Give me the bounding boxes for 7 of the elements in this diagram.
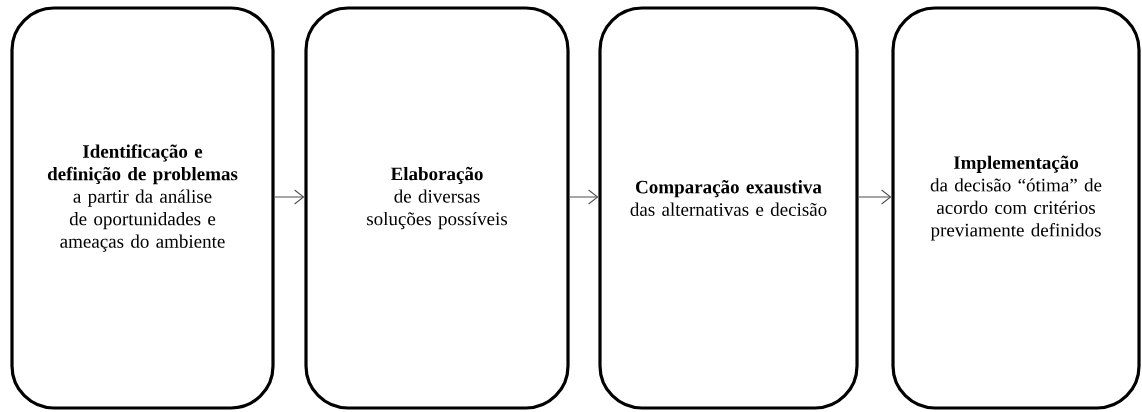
arrow xyxy=(858,189,892,205)
process-box: Identificação e definição de problemas a partir da análise de oportunidades e ameaças do ambiente xyxy=(10,6,275,410)
arrow xyxy=(569,189,599,205)
process-box: Implementação da decisão “ótima” de acordo com critérios previamente definidos xyxy=(891,6,1141,410)
arrow xyxy=(274,189,305,205)
process-box: Comparação exaustiva das alternativas e decisão xyxy=(598,6,859,410)
process-box: Elaboração de diversas soluções possíveis xyxy=(304,6,570,410)
